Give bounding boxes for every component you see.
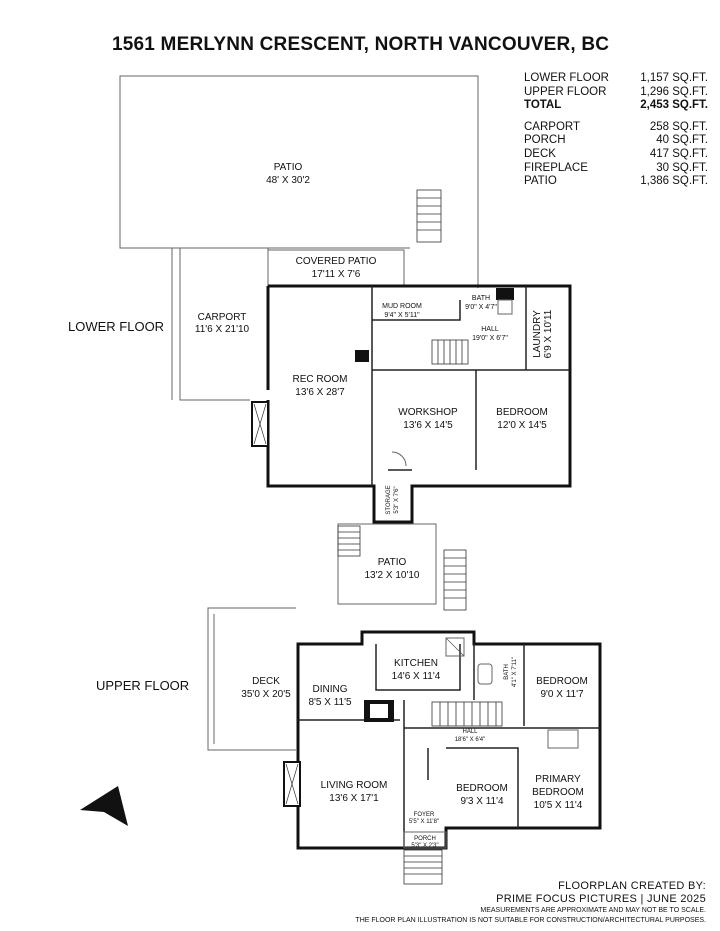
room-label-deck: DECK — [252, 676, 280, 687]
room-dims-rec-room: 13'6 X 28'7 — [295, 387, 345, 398]
room-dims-dining: 8'5 X 11'5 — [308, 697, 352, 708]
room-label-bedroom-upper2: BEDROOM — [456, 783, 508, 794]
room-label-patio-small: PATIO — [378, 557, 407, 568]
room-label-hall-lower: HALL — [481, 326, 499, 333]
deck-outline — [207, 607, 296, 751]
room-dims-hall-upper: 18'6" X 6'4" — [455, 737, 486, 743]
room-dims-patio-small: 13'2 X 10'10 — [365, 570, 420, 581]
room-dims-kitchen: 14'6 X 11'4 — [392, 671, 441, 682]
upper-floor-walls — [296, 630, 602, 850]
room-label-storage: STORAGE — [386, 485, 392, 514]
upper-floor-label: UPPER FLOOR — [96, 678, 189, 693]
lower-floor-walls — [266, 284, 572, 524]
small-patio-steps — [337, 525, 361, 557]
lower-fireplace — [251, 401, 269, 447]
small-patio-outline — [337, 523, 437, 605]
room-dims-workshop: 13'6 X 14'5 — [403, 420, 453, 431]
credits: FLOORPLAN CREATED BY: PRIME FOCUS PICTUR… — [355, 880, 706, 926]
credits-line1: FLOORPLAN CREATED BY: — [558, 880, 706, 892]
room-dims-storage: 5'3" X 7'6" — [394, 486, 400, 513]
upper-fireplace — [283, 761, 301, 807]
room-label-kitchen: KITCHEN — [394, 658, 438, 669]
room-label-bath-lower: BATH — [472, 295, 490, 302]
room-dims-bedroom-upper1: 9'0 X 11'7 — [540, 689, 584, 700]
room-dims-bath-upper: 4'1" X 7'11" — [512, 657, 518, 687]
room-dims-covered-patio: 17'11 X 7'6 — [312, 269, 361, 280]
room-label-dining: DINING — [313, 684, 348, 695]
credits-line2: PRIME FOCUS PICTURES | JUNE 2025 — [496, 893, 706, 905]
room-dims-hall-lower: 19'0" X 6'7" — [472, 335, 508, 342]
room-label-covered-patio: COVERED PATIO — [296, 256, 377, 267]
room-label-porch: PORCH — [414, 836, 436, 842]
room-label-mud-room: MUD ROOM — [382, 303, 422, 310]
room-label-laundry: LAUNDRY — [532, 310, 543, 358]
lower-chimney — [355, 350, 369, 362]
lower-stairs — [431, 339, 469, 365]
room-dims-foyer: 5'5" X 11'8" — [409, 819, 439, 825]
room-label-carport: CARPORT — [198, 312, 247, 323]
patio-stairs — [416, 189, 442, 243]
room-label-bedroom-upper1: BEDROOM — [536, 676, 588, 687]
room-label-patio: PATIO — [274, 162, 303, 173]
room-dims-bath-lower: 9'0" X 4'7" — [465, 304, 497, 311]
room-dims-living-room: 13'6 X 17'1 — [329, 793, 379, 804]
room-label-bath-upper: BATH — [504, 664, 510, 680]
toilet-icon — [477, 663, 493, 685]
carport-outline — [179, 248, 250, 401]
lower-floor-label: LOWER FLOOR — [68, 319, 164, 334]
upper-stairs — [431, 701, 503, 727]
room-dims-primary-bedroom: 10'5 X 11'4 — [534, 800, 583, 811]
room-label-hall-upper: HALL — [462, 729, 478, 735]
room-label-living-room: LIVING ROOM — [321, 780, 388, 791]
room-label-primary-bedroom-2: BEDROOM — [532, 787, 584, 798]
porch-outline — [403, 831, 447, 849]
room-dims-patio: 48' X 30'2 — [266, 175, 310, 186]
room-dims-bedroom-upper2: 9'3 X 11'4 — [460, 796, 504, 807]
room-dims-bedroom-lower: 12'0 X 14'5 — [497, 420, 547, 431]
room-label-bedroom-lower: BEDROOM — [496, 407, 548, 418]
patio-outline — [119, 75, 479, 288]
room-dims-porch: 5'3" X 2'3" — [411, 843, 438, 849]
room-dims-deck: 35'0 X 20'5 — [241, 689, 291, 700]
front-stairs — [403, 849, 443, 885]
room-dims-mud-room: 9'4" X 5'11" — [384, 312, 420, 319]
credits-line4: THE FLOOR PLAN ILLUSTRATION IS NOT SUITA… — [355, 917, 706, 924]
credits-line3: MEASUREMENTS ARE APPROXIMATE AND MAY NOT… — [480, 907, 706, 914]
room-label-workshop: WORKSHOP — [398, 407, 458, 418]
room-dims-carport: 11'6 X 21'10 — [195, 324, 250, 335]
north-arrow-icon — [80, 786, 128, 826]
room-label-foyer: FOYER — [414, 812, 435, 818]
room-label-primary-bedroom-1: PRIMARY — [535, 774, 581, 785]
room-dims-laundry: 6'9 X 10'11 — [543, 309, 554, 358]
room-label-rec-room: REC ROOM — [293, 374, 348, 385]
patio-side-stairs — [443, 549, 467, 611]
page-title: 1561 MERLYNN CRESCENT, NORTH VANCOUVER, … — [112, 34, 610, 55]
